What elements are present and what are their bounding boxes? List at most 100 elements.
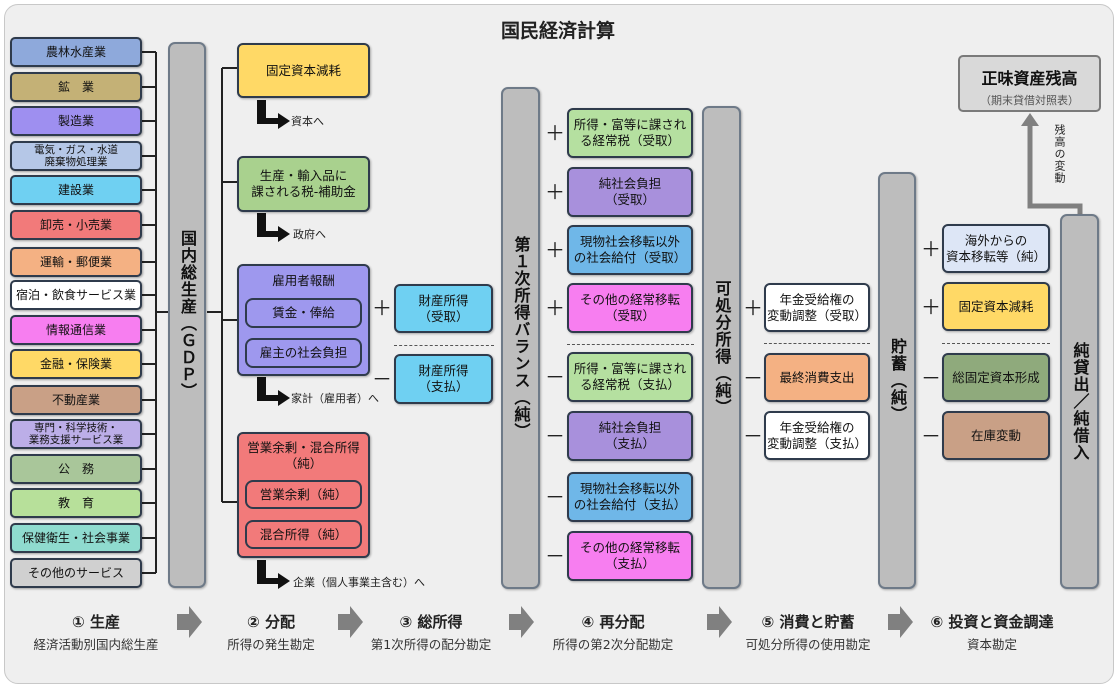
redistribution-divider [567,344,694,345]
net-worth-box: 正味資産残高 （期末貸借対照表） [958,55,1101,112]
compensation-box: 雇用者報酬 賃金・俸給 雇主の社会負担 [237,264,370,376]
capital-item-sign: － [921,365,941,390]
stage-title: ⑤ 消費と貯蓄 [761,613,855,631]
use-of-income-item-sign: ＋ [743,295,763,320]
capital-item-sign: ＋ [921,236,941,261]
stage-subtitle: 経済活動別国内総生産 [33,637,159,652]
use-of-income-item-box: 年金受給権の 変動調整（受取） [764,283,870,332]
depreciation-label: 固定資本減耗 [265,62,341,78]
redistribution-item-box: その他の経常移転 （受取） [567,283,693,333]
stage-subtitle: 第1次所得の配分勘定 [370,637,492,652]
use-of-income-item-sign: － [743,365,763,390]
employer-social-item: 雇主の社会負担 [245,338,362,368]
industry-item: 運輸・郵便業 [10,247,142,277]
surplus-box: 営業余剰・混合所得 （純） 営業余剰（純） 混合所得（純） [237,432,370,558]
gdp-pillar: 国内総生産（ＧＤＰ） [168,42,206,588]
redistribution-item-sign: ＋ [545,180,565,204]
stage-title: ② 分配 [247,613,295,631]
use-of-income-item-sign: － [743,423,763,448]
redistribution-item-sign: ＋ [545,296,565,320]
surplus-label: 営業余剰・混合所得 （純） [247,440,360,471]
capital-divider [942,343,1050,344]
redistribution-item-box: 現物社会移転以外 の社会給付（支払） [567,472,693,522]
industry-item: 鉱 業 [10,72,142,102]
stage-title: ③ 総所得 [399,613,463,631]
redistribution-item-box: 純社会負担 （支払） [567,411,693,461]
compensation-note: 家計（雇用者）へ [291,392,379,405]
stage-title: ⑥ 投資と資金調達 [930,613,1054,631]
disposable-income-label: 可処分所得（純） [712,279,732,416]
redistribution-item-box: 所得・富等に課され る経常税（支払） [567,352,693,402]
property-income-receive-label: 財産所得 （受取） [418,292,469,324]
industry-item: 不動産業 [10,385,142,415]
redistribution-item-box: その他の経常移転 （支払） [567,531,693,581]
taxes-label: 生産・輸入品に 課される税-補助金 [251,168,356,199]
industry-item: 保健衛生・社会事業 [10,523,142,553]
capital-item-box: 在庫変動 [942,411,1050,460]
saving-pillar: 貯蓄（純） [878,172,916,589]
industry-item: 教 育 [10,488,142,518]
industry-item: 農林水産業 [10,37,142,67]
redistribution-item-box: 現物社会移転以外 の社会給付（受取） [567,225,693,275]
redistribution-item-box: 純社会負担 （受取） [567,167,693,217]
industry-item: 宿泊・飲食サービス業 [10,280,142,310]
industry-item: 公 務 [10,454,142,484]
stage-subtitle: 資本勘定 [966,637,1017,652]
capital-item-box: 総固定資本形成 [942,353,1050,402]
surplus-note: 企業（個人事業主含む）へ [293,576,425,589]
stage-title: ① 生産 [72,613,120,631]
industry-item: 専門・科学技術・ 業務支援サービス業 [10,419,142,449]
redistribution-item-sign: － [545,485,565,509]
taxes-note: 政府へ [293,228,326,241]
primary-balance-label: 第１次所得バランス（純） [511,236,531,440]
capital-item-box: 海外からの 資本移転等（純） [942,224,1050,273]
wages-item: 賃金・俸給 [245,298,362,328]
property-receive-sign: ＋ [372,296,392,320]
redistribution-item-sign: ＋ [545,121,565,145]
primary-balance-pillar: 第１次所得バランス（純） [501,87,540,589]
redistribution-item-sign: － [545,544,565,568]
redistribution-item-sign: － [545,365,565,389]
operating-surplus-item: 営業余剰（純） [245,480,362,509]
stage-subtitle: 可処分所得の使用勘定 [745,637,871,652]
industry-item: 卸売・小売業 [10,210,142,240]
redistribution-item-sign: ＋ [545,238,565,262]
gdp-label: 国内総生産（ＧＤＰ） [178,230,197,400]
property-income-receive-box: 財産所得 （受取） [394,284,493,333]
property-pay-sign: － [372,367,392,391]
compensation-label: 雇用者報酬 [272,273,335,288]
use-of-income-divider [764,343,870,344]
redistribution-item-box: 所得・富等に課され る経常税（受取） [567,108,693,158]
property-divider [394,345,494,346]
property-income-pay-box: 財産所得 （支払） [394,354,493,404]
industry-item: 電気・ガス・水道 廃棄物処理業 [10,141,142,171]
depreciation-box: 固定資本減耗 [237,43,370,98]
stage-subtitle: 所得の第2次分配勘定 [552,637,674,652]
use-of-income-item-box: 最終消費支出 [764,353,870,402]
use-of-income-item-box: 年金受給権の 変動調整（支払） [764,411,870,460]
net-worth-subtitle: （期末貸借対照表） [980,94,1079,107]
net-lending-pillar: 純貸出／純借入 [1060,214,1099,589]
industry-item: 建設業 [10,175,142,205]
depreciation-note: 資本へ [291,115,324,128]
industry-item: その他のサービス [10,558,142,588]
capital-item-box: 固定資本減耗 [942,282,1050,331]
saving-label: 貯蓄（純） [888,338,907,423]
net-worth-title: 正味資産残高 [981,69,1078,88]
stage-title: ④ 再分配 [581,613,645,631]
diagram-title: 国民経済計算 [500,20,615,42]
industry-item: 金融・保険業 [10,349,142,379]
net-lending-label: 純貸出／純借入 [1070,342,1090,461]
redistribution-item-sign: － [545,424,565,448]
mixed-income-item: 混合所得（純） [245,520,362,549]
taxes-box: 生産・輸入品に 課される税-補助金 [237,156,370,212]
industry-item: 情報通信業 [10,315,142,345]
disposable-income-pillar: 可処分所得（純） [702,106,741,589]
capital-item-sign: － [921,423,941,448]
industry-item: 製造業 [10,106,142,136]
property-income-pay-label: 財産所得 （支払） [418,363,469,394]
capital-item-sign: ＋ [921,294,941,319]
balance-change-label: 残高の変動 [1053,124,1066,184]
stage-subtitle: 所得の発生勘定 [227,637,315,652]
